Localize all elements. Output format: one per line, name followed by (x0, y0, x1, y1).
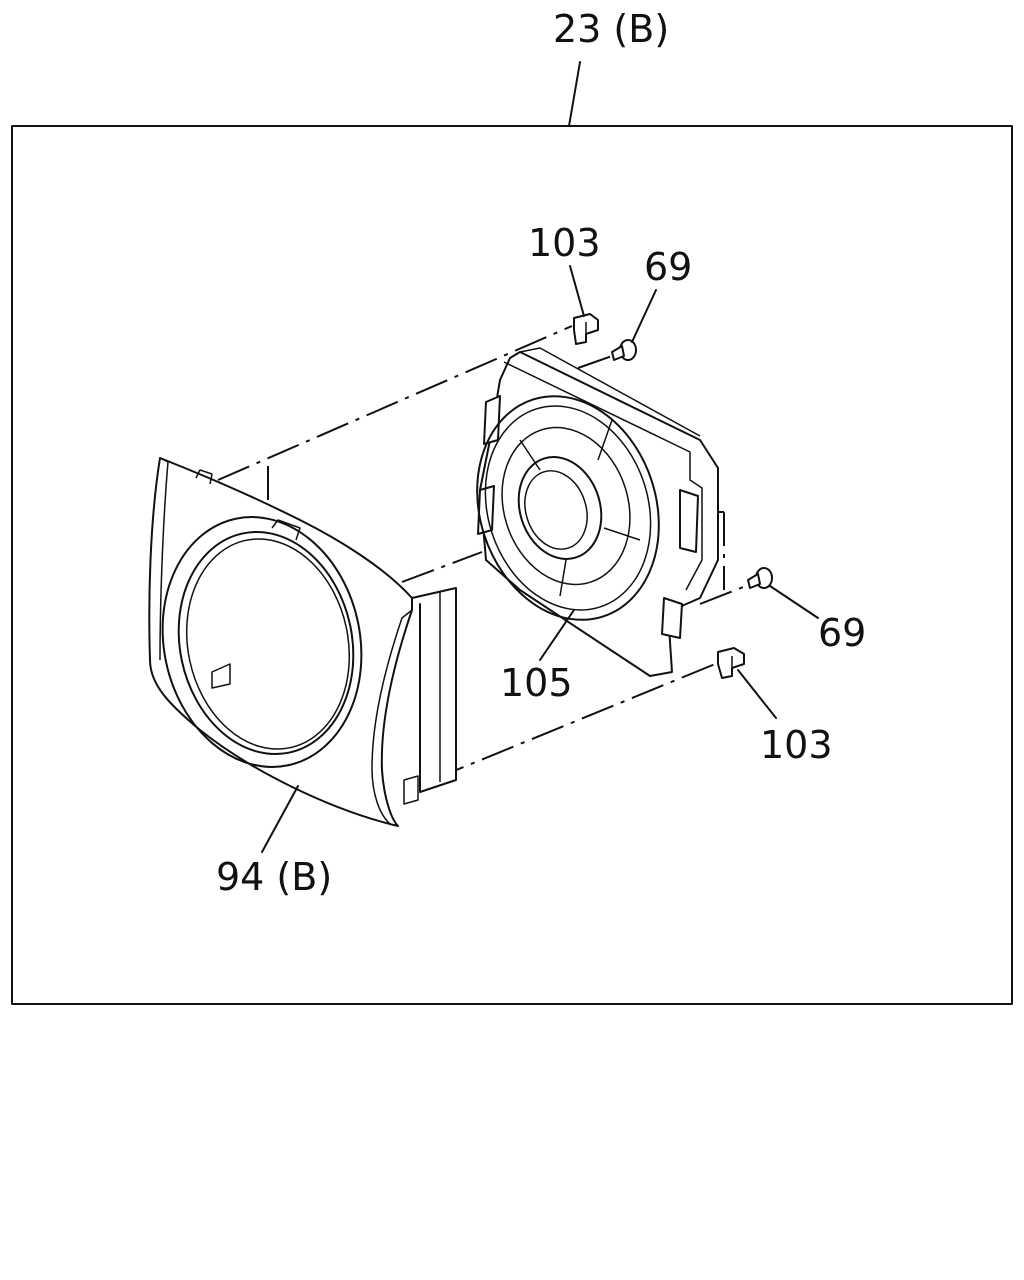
speaker-dust-cap (517, 456, 603, 560)
speaker-part (476, 347, 719, 677)
assembly-frame (11, 125, 1013, 1005)
clip-bottom-label: 103 (760, 723, 833, 767)
clip-top-part (573, 313, 599, 345)
assembly-label: 23 (B) (553, 7, 669, 51)
speaker-outer-rim (476, 395, 660, 621)
bezel-outer-ring (161, 516, 363, 768)
screw-top-leader (631, 289, 657, 343)
clip-bottom-leader (737, 669, 777, 719)
screw-right-leader (769, 585, 819, 619)
assembly-leader-line (568, 61, 581, 127)
bezel-inner-ring (177, 530, 355, 756)
bezel-label: 94 (B) (216, 855, 332, 899)
speaker-leader (539, 609, 575, 661)
speaker-label: 105 (500, 661, 573, 705)
screw-right-label: 69 (818, 611, 866, 655)
clip-top-leader (569, 265, 585, 317)
screw-right-part (747, 567, 773, 589)
bezel-part (148, 457, 457, 827)
screw-top-label: 69 (644, 245, 692, 289)
clip-bottom-part (717, 647, 745, 679)
bezel-leader (261, 785, 299, 853)
screw-top-part (611, 339, 637, 361)
clip-top-label: 103 (528, 221, 601, 265)
